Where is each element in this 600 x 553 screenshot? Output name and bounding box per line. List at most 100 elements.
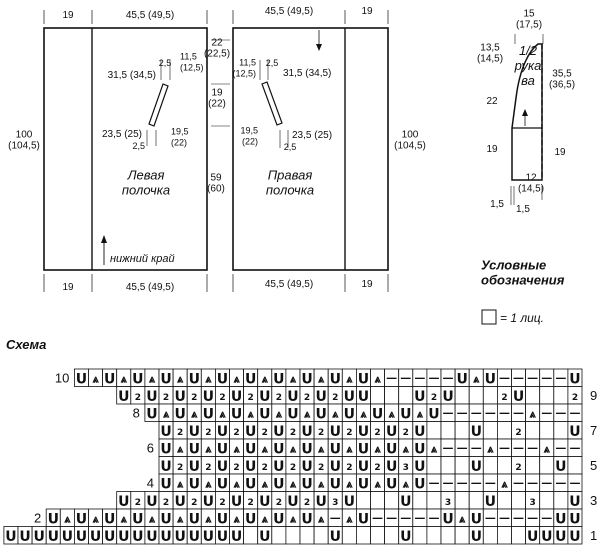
scheme-symbol: ⩓ xyxy=(261,478,269,491)
scheme-symbol: ⩓ xyxy=(204,443,212,456)
scheme-cell xyxy=(511,526,527,545)
scheme-symbol: U xyxy=(287,494,298,510)
scheme-symbol: U xyxy=(160,459,171,475)
scheme-cell xyxy=(355,491,371,510)
scheme-symbol: — xyxy=(513,372,524,385)
scheme-cell xyxy=(440,526,456,545)
scheme-symbol: — xyxy=(457,442,468,455)
scheme-symbol: U xyxy=(146,389,157,405)
scheme-row: U⩓U⩓U⩓U⩓U⩓U⩓U⩓U⩓U⩓U—————⩓————— xyxy=(158,473,583,493)
scheme-symbol: U xyxy=(358,477,369,493)
scheme-symbol: U xyxy=(146,529,157,545)
scheme-symbol: U xyxy=(541,529,552,545)
scheme-symbol: U xyxy=(189,372,200,388)
scheme-symbol: U xyxy=(118,389,129,405)
scheme-title: Схема xyxy=(6,337,46,352)
scheme-symbol: ⩓ xyxy=(176,513,184,526)
scheme-symbol: U xyxy=(259,529,270,545)
scheme-symbol: — xyxy=(569,477,580,490)
scheme-symbol: ⩓ xyxy=(63,513,71,526)
scheme-symbol: U xyxy=(569,372,580,388)
scheme-symbol: U xyxy=(146,494,157,510)
scheme-symbol: 2 xyxy=(205,463,211,473)
scheme-symbol: ⩓ xyxy=(388,408,396,421)
scheme-symbol: U xyxy=(245,442,256,458)
scheme-symbol: ⩓ xyxy=(261,443,269,456)
scheme-symbol: ⩓ xyxy=(120,513,128,526)
scheme-symbol: ⩓ xyxy=(148,373,156,386)
scheme-symbol: ⩓ xyxy=(317,443,325,456)
right-top-side-dim: 19 xyxy=(361,6,373,17)
sleeve-bottom-right-dim: 1,5 xyxy=(516,204,530,215)
scheme-symbol: ⩓ xyxy=(416,408,424,421)
scheme-symbol: — xyxy=(513,512,524,525)
scheme-symbol: U xyxy=(5,529,16,545)
scheme-symbol: — xyxy=(485,407,496,420)
scheme-symbol: U xyxy=(315,494,326,510)
scheme-symbol: U xyxy=(104,529,115,545)
scheme-row-number-right: 7 xyxy=(590,423,597,438)
scheme-symbol: 2 xyxy=(276,498,282,508)
scheme-symbol: 2 xyxy=(304,498,310,508)
scheme-cell xyxy=(482,456,498,475)
scheme-symbol: — xyxy=(386,512,397,525)
scheme-symbol: ⩓ xyxy=(120,373,128,386)
scheme-symbol: 2 xyxy=(346,463,352,473)
scheme-symbol: U xyxy=(104,372,115,388)
scheme-symbol: U xyxy=(330,372,341,388)
scheme-symbol: U xyxy=(203,494,214,510)
scheme-symbol: ⩓ xyxy=(289,478,297,491)
scheme-symbol: 2 xyxy=(177,428,183,438)
scheme-symbol: — xyxy=(555,372,566,385)
scheme-cell xyxy=(496,526,512,545)
scheme-symbol: 2 xyxy=(191,498,197,508)
scheme-symbol: U xyxy=(217,372,228,388)
scheme-cell xyxy=(285,526,301,545)
scheme-row-number-right: 5 xyxy=(590,458,597,473)
scheme-symbol: — xyxy=(428,477,439,490)
scheme-symbol: U xyxy=(231,407,242,423)
scheme-symbol: ⩓ xyxy=(289,513,297,526)
scheme-cell xyxy=(567,456,583,475)
scheme-cell xyxy=(370,526,386,545)
scheme-symbol: U xyxy=(301,424,312,440)
scheme-cell xyxy=(384,491,400,510)
scheme-symbol: — xyxy=(513,477,524,490)
scheme-symbol: U xyxy=(414,389,425,405)
scheme-symbol: 2 xyxy=(374,428,380,438)
scheme-symbol: — xyxy=(457,407,468,420)
scheme-cell xyxy=(313,526,329,545)
scheme-symbol: 2 xyxy=(191,393,197,403)
scheme-symbol: — xyxy=(541,407,552,420)
scheme-symbol: U xyxy=(217,459,228,475)
scheme-symbol: 2 xyxy=(501,393,507,403)
middle-dimensions: 22(22,5) 19(22) 59(60) xyxy=(204,38,230,195)
scheme-symbol: U xyxy=(160,442,171,458)
scheme-symbol: — xyxy=(443,442,454,455)
sleeve-top-dim: 15(17,5) xyxy=(516,9,542,31)
scheme-symbol: ⩓ xyxy=(402,478,410,491)
scheme-symbol: U xyxy=(273,372,284,388)
scheme-cell xyxy=(454,386,470,405)
scheme-symbol: U xyxy=(400,529,411,545)
scheme-symbol: U xyxy=(555,459,566,475)
left-pocket-right-top: 11,5(12,5) xyxy=(180,52,204,73)
scheme-symbol: — xyxy=(471,407,482,420)
scheme-symbol: U xyxy=(301,442,312,458)
scheme-row-number-right: 9 xyxy=(590,388,597,403)
scheme-cell xyxy=(525,386,541,405)
scheme-symbol: U xyxy=(217,529,228,545)
scheme-symbol: U xyxy=(287,407,298,423)
scheme-symbol: — xyxy=(443,372,454,385)
scheme-cell xyxy=(440,456,456,475)
sleeve-right-bottom-dim: 19 xyxy=(554,147,566,158)
scheme-symbol: ⩓ xyxy=(204,513,212,526)
scheme-symbol: U xyxy=(569,529,580,545)
scheme-symbol: ⩓ xyxy=(317,373,325,386)
scheme-cell xyxy=(496,456,512,475)
scheme-symbol: U xyxy=(160,512,171,528)
scheme-symbol: U xyxy=(513,389,524,405)
